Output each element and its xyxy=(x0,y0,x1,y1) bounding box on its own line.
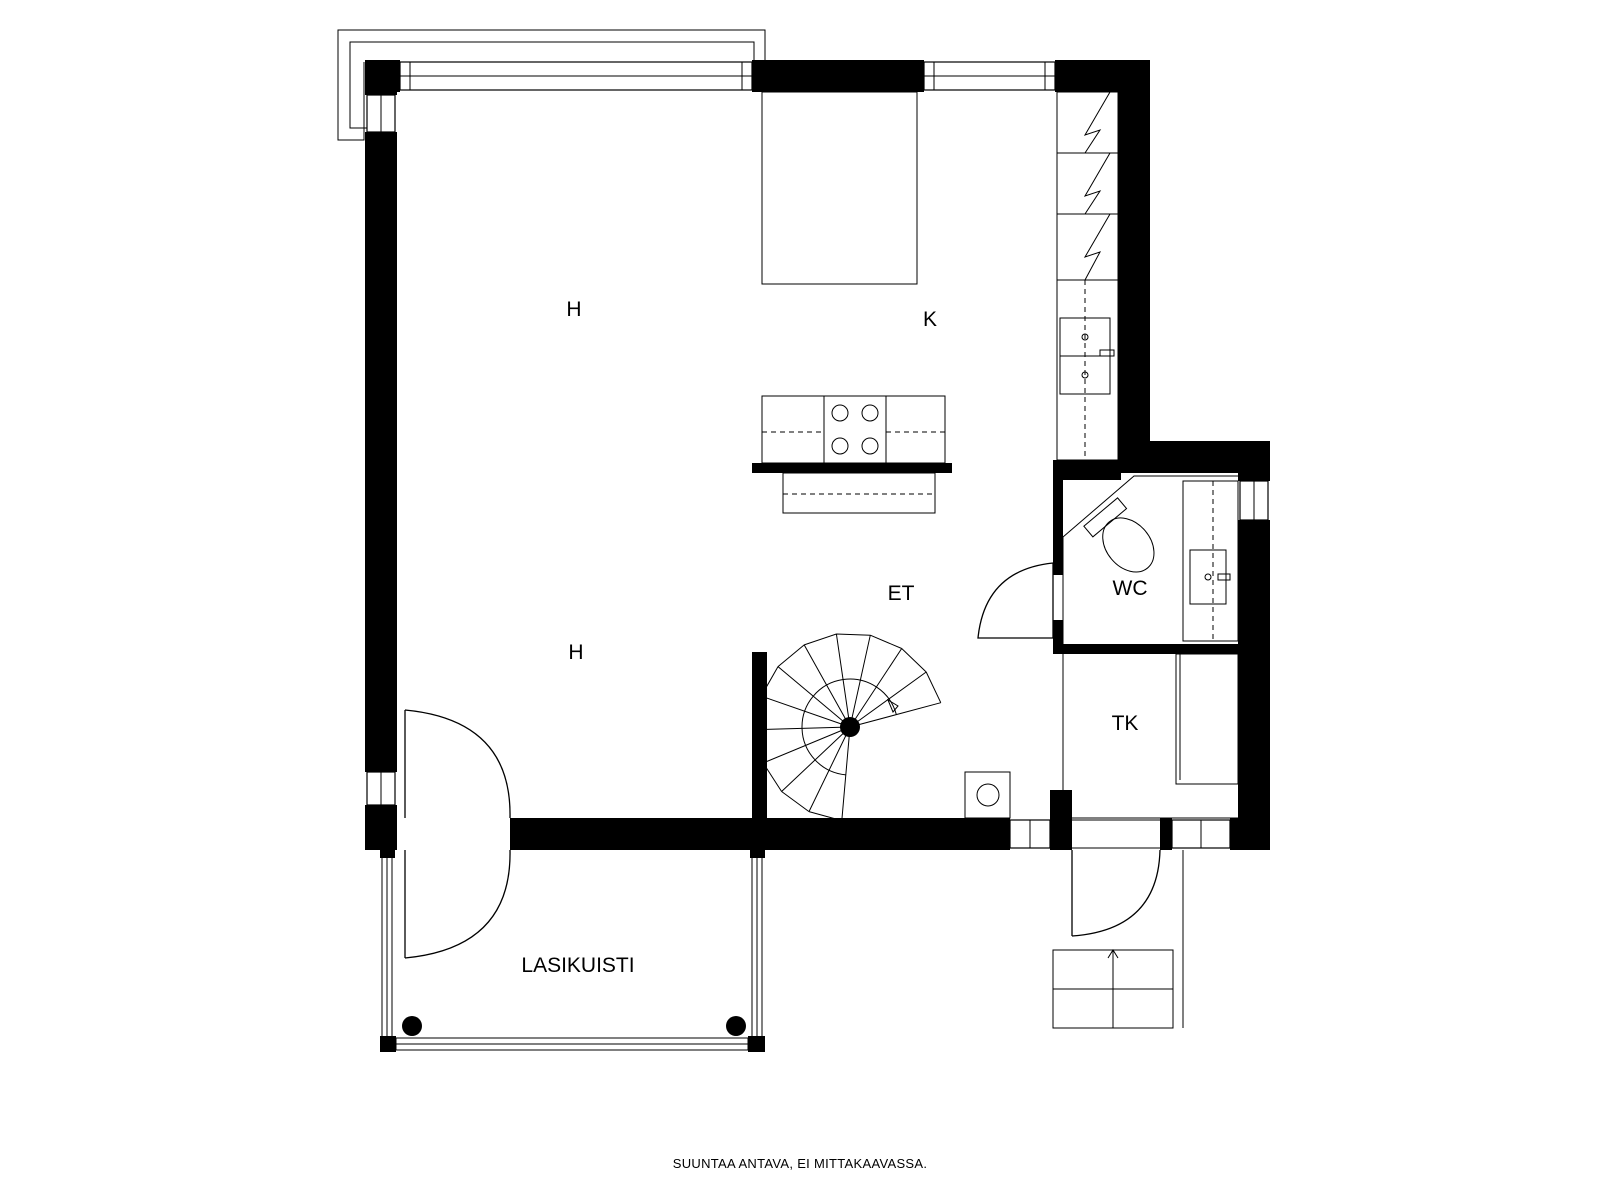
doors xyxy=(404,562,1161,959)
tk-closet xyxy=(1062,653,1239,819)
windows xyxy=(366,61,1269,849)
kitchen-island xyxy=(761,395,946,514)
room-label-living-lower: H xyxy=(568,641,583,664)
scale-note: SUUNTAA ANTAVA, EI MITTAKAAVASSA. xyxy=(673,1156,928,1171)
room-label-kitchen: K xyxy=(923,308,937,331)
room-label-porch: LASIKUISTI xyxy=(521,954,634,977)
washing-machine xyxy=(964,771,1011,819)
dining-table xyxy=(761,91,918,285)
room-label-living-upper: H xyxy=(566,298,581,321)
kitchen-cabinets xyxy=(1056,91,1119,461)
spiral-staircase xyxy=(755,633,942,822)
room-label-wc: WC xyxy=(1113,577,1148,600)
entrance-steps xyxy=(1052,850,1184,1029)
stair-arrow-icon xyxy=(886,698,899,713)
room-label-utility: TK xyxy=(1112,712,1139,735)
porch-frame xyxy=(380,849,765,1052)
stair-walkline xyxy=(801,678,897,776)
wc-fixtures xyxy=(1062,475,1239,644)
room-label-hall: ET xyxy=(888,582,915,605)
walls xyxy=(365,60,1270,850)
stair-newel xyxy=(840,717,860,737)
